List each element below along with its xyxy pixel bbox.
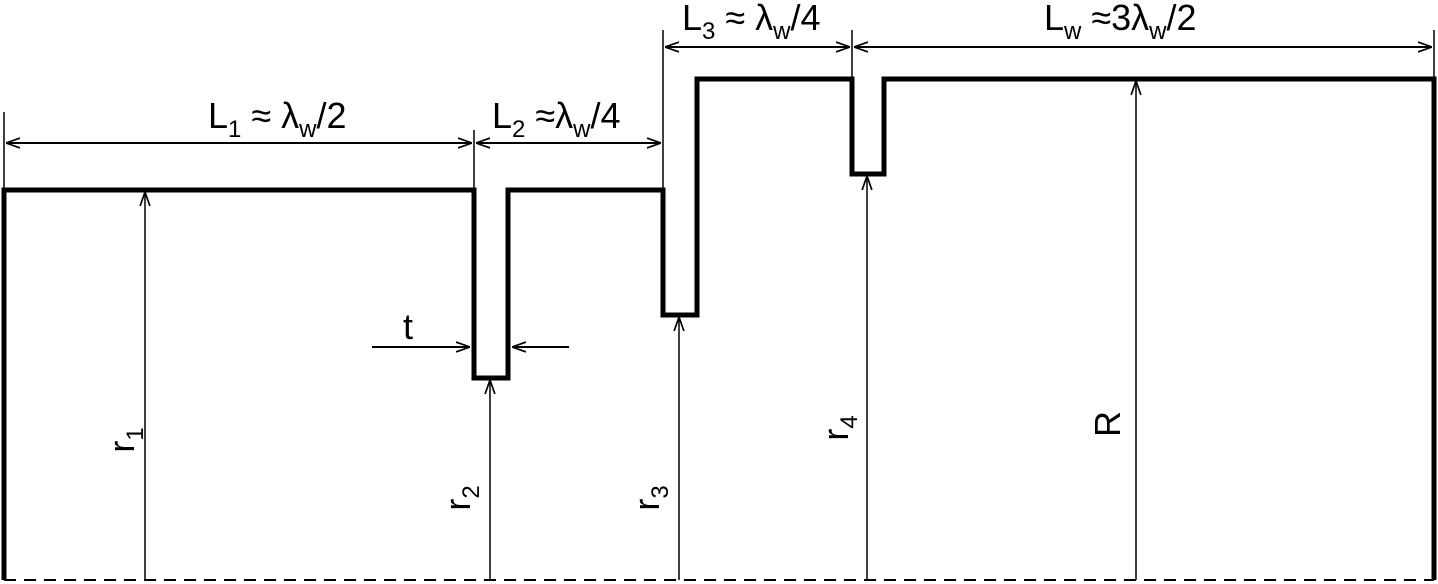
label-t: t [403,306,413,347]
label-L3: L3 ≈ λw/4 [682,0,821,45]
label-R: R [1087,411,1128,437]
label-L1: L1 ≈ λw/2 [208,95,347,143]
label-r2: r2 [437,485,485,510]
label-Lw: Lw ≈3λw/2 [1044,0,1197,45]
label-r3: r3 [626,485,674,510]
label-L2: L2 ≈λw/4 [492,95,621,143]
label-r4: r4 [815,415,863,440]
label-r1: r1 [101,427,149,452]
horn-profile-outline [1,76,1437,580]
